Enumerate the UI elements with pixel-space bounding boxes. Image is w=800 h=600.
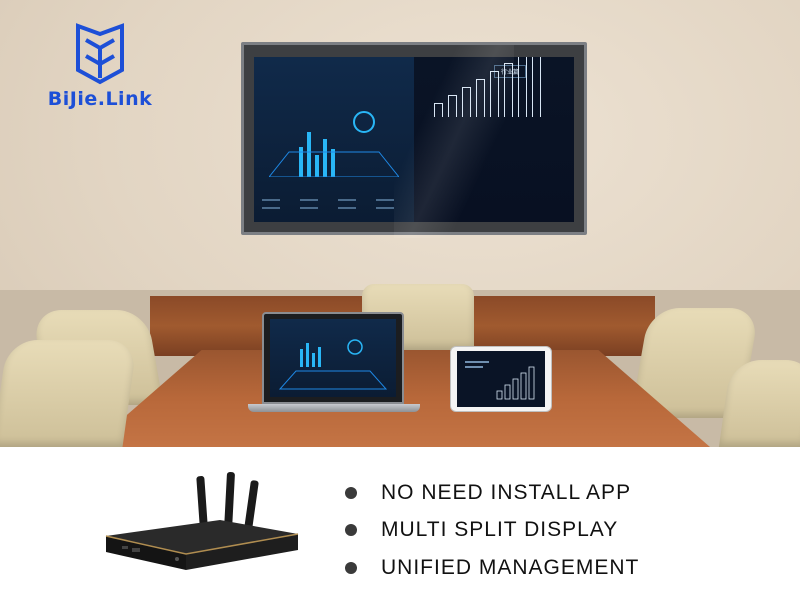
tablet (450, 346, 552, 412)
feature-text: UNIFIED MANAGEMENT (381, 555, 640, 579)
bullet-dot-icon (345, 561, 357, 574)
brand-logo: BiJie.Link (40, 18, 160, 118)
tv-screen: 行业篇 (254, 57, 574, 222)
laptop-screen (270, 319, 396, 397)
product-device (102, 470, 302, 580)
dashboard-stats-row (262, 195, 407, 215)
tablet-screen (457, 351, 545, 407)
dashboard-chart (269, 97, 399, 177)
bullet-dot-icon (345, 524, 357, 537)
laptop-base (248, 404, 420, 412)
brand-name: BiJie.Link (47, 88, 153, 110)
feature-item: UNIFIED MANAGEMENT (345, 549, 785, 587)
wall-tv: 行业篇 (241, 42, 587, 238)
feature-text: NO NEED INSTALL APP (381, 480, 632, 504)
feature-item: MULTI SPLIT DISPLAY (345, 512, 785, 550)
bullet-dot-icon (345, 486, 357, 499)
feature-text: MULTI SPLIT DISPLAY (381, 518, 619, 542)
industry-panel: 行业篇 (414, 57, 574, 222)
shield-logo-icon (76, 23, 124, 85)
conference-room-scene: BiJie.Link (0, 0, 800, 447)
router-box-icon (105, 472, 299, 570)
feature-item: NO NEED INSTALL APP (345, 474, 785, 512)
feature-list: NO NEED INSTALL APP MULTI SPLIT DISPLAY … (345, 474, 785, 587)
screen-glare (394, 45, 514, 238)
laptop (262, 312, 404, 404)
dashboard-panel (254, 57, 414, 222)
chair-left-front (0, 340, 138, 447)
